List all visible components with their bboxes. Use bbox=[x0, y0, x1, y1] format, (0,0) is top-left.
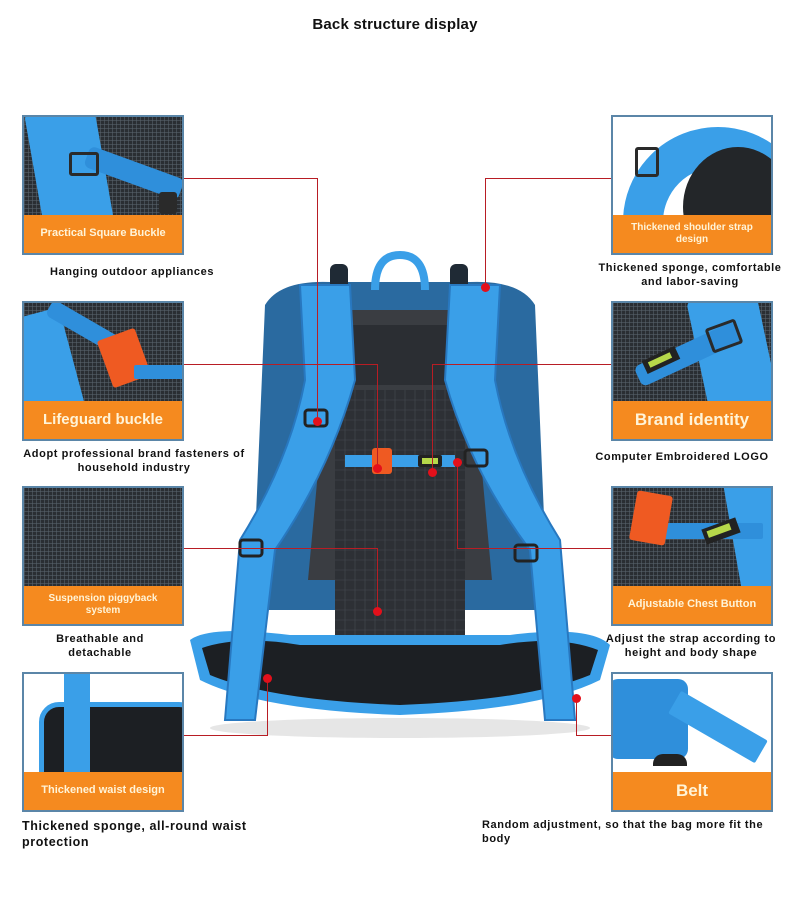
feature-card-brand-identity: Brand identity bbox=[611, 301, 773, 441]
feature-band-label: Adjustable Chest Button bbox=[613, 586, 771, 624]
lifeguard-buckle-photo bbox=[24, 303, 182, 403]
connector-line bbox=[267, 680, 268, 736]
connector-line bbox=[184, 364, 378, 365]
connector-line bbox=[432, 364, 612, 365]
chest-button-photo bbox=[613, 488, 771, 588]
callout-dot bbox=[428, 468, 437, 477]
connector-line bbox=[317, 178, 318, 422]
connector-line bbox=[485, 178, 486, 286]
square-buckle-photo bbox=[24, 117, 182, 217]
feature-band-label: Thickened shoulder strap design bbox=[613, 215, 771, 253]
feature-card-chest-button: Adjustable Chest Button bbox=[611, 486, 773, 626]
callout-dot bbox=[373, 607, 382, 616]
backpack-image bbox=[180, 250, 620, 740]
feature-card-waist: Thickened waist design bbox=[22, 672, 184, 812]
belt-photo bbox=[613, 674, 771, 774]
callout-dot bbox=[263, 674, 272, 683]
feature-caption: Computer Embroidered LOGO bbox=[595, 451, 769, 463]
feature-band-label: Brand identity bbox=[613, 401, 771, 439]
connector-line bbox=[432, 364, 433, 472]
brand-identity-photo bbox=[613, 303, 771, 403]
connector-line bbox=[485, 178, 612, 179]
connector-line bbox=[377, 548, 378, 612]
feature-band-label: Lifeguard buckle bbox=[24, 401, 182, 439]
feature-band-label: Practical Square Buckle bbox=[24, 215, 182, 253]
callout-dot bbox=[481, 283, 490, 292]
feature-band-label: Suspension piggyback system bbox=[24, 586, 182, 624]
feature-card-square-buckle: Practical Square Buckle bbox=[22, 115, 184, 255]
connector-line bbox=[576, 700, 577, 736]
connector-line bbox=[184, 735, 268, 736]
feature-card-shoulder-strap: Thickened shoulder strap design bbox=[611, 115, 773, 255]
feature-caption: Breathable and detachable bbox=[56, 633, 144, 660]
feature-caption: Adjust the strap according to height and… bbox=[605, 633, 777, 660]
shoulder-strap-photo bbox=[613, 117, 771, 217]
connector-line bbox=[184, 548, 378, 549]
feature-caption: Hanging outdoor appliances bbox=[49, 266, 215, 278]
connector-line bbox=[377, 364, 378, 468]
connector-line bbox=[457, 548, 612, 549]
suspension-photo bbox=[24, 488, 182, 588]
feature-caption: Random adjustment, so that the bag more … bbox=[482, 819, 764, 846]
connector-line bbox=[457, 464, 458, 549]
feature-card-belt: Belt bbox=[611, 672, 773, 812]
page-title: Back structure display bbox=[312, 16, 478, 33]
feature-caption: Adopt professional brand fasteners of ho… bbox=[23, 448, 245, 475]
connector-line bbox=[184, 178, 318, 179]
feature-band-label: Belt bbox=[613, 772, 771, 810]
feature-caption: Thickened sponge, comfortable and labor-… bbox=[598, 262, 782, 289]
waist-photo bbox=[24, 674, 182, 774]
feature-card-lifeguard-buckle: Lifeguard buckle bbox=[22, 301, 184, 441]
callout-dot bbox=[453, 458, 462, 467]
feature-caption: Thickened sponge, all-round waist protec… bbox=[22, 819, 247, 850]
feature-band-label: Thickened waist design bbox=[24, 772, 182, 810]
callout-dot bbox=[373, 464, 382, 473]
feature-card-suspension: Suspension piggyback system bbox=[22, 486, 184, 626]
callout-dot bbox=[313, 417, 322, 426]
callout-dot bbox=[572, 694, 581, 703]
connector-line bbox=[576, 735, 612, 736]
